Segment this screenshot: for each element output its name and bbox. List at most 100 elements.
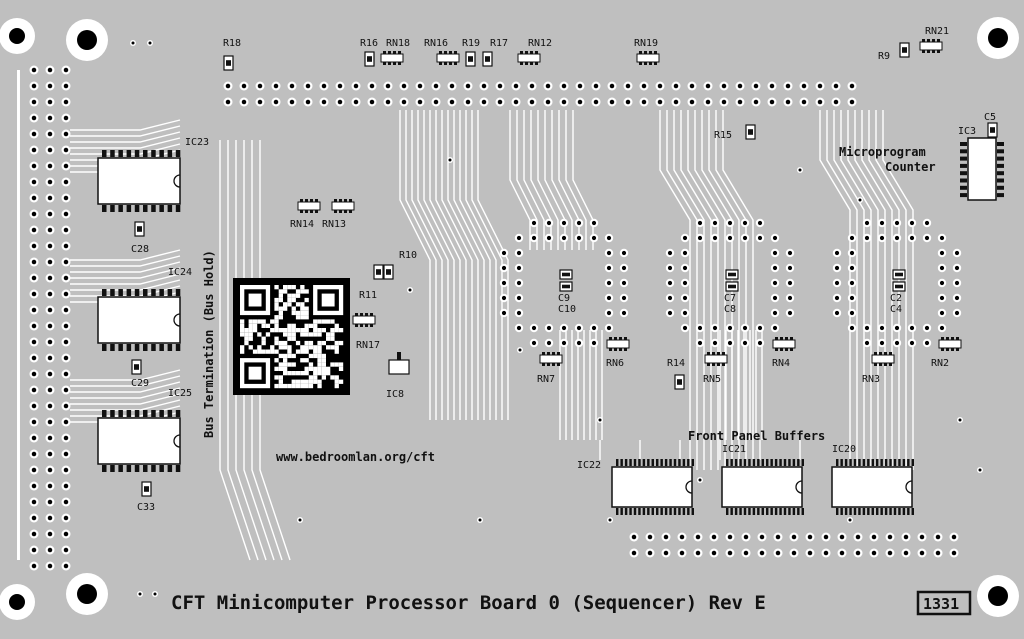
drill-hole: [47, 131, 53, 137]
drill-hole: [753, 83, 759, 89]
qr-module: [295, 349, 301, 354]
drill-hole: [721, 83, 727, 89]
drill-hole: [516, 310, 522, 316]
pin: [102, 289, 107, 296]
c5: [987, 122, 998, 138]
drill-hole: [63, 563, 69, 569]
drill-hole: [742, 340, 748, 346]
pin: [102, 344, 107, 351]
qr-module: [291, 383, 296, 389]
r19-mark: [468, 56, 473, 62]
qr-module: [283, 332, 288, 337]
pin: [642, 459, 646, 466]
pin: [664, 508, 668, 515]
pin: [143, 289, 148, 296]
pin: [757, 459, 760, 466]
trace: [826, 110, 858, 470]
qr-module: [308, 383, 314, 389]
qr-module: [313, 345, 318, 350]
drill-hole: [785, 99, 791, 105]
rn13-body: [331, 201, 355, 211]
pin: [858, 459, 861, 466]
pin: [175, 344, 181, 351]
drill-hole: [785, 83, 791, 89]
pin: [151, 465, 156, 472]
qr-module: [291, 293, 296, 298]
drill-hole: [31, 259, 37, 265]
pin: [997, 163, 1004, 168]
pin: [167, 150, 173, 157]
drill-hole: [879, 220, 885, 226]
drill-hole: [712, 340, 718, 346]
rn4-body: [772, 339, 796, 349]
pin: [654, 62, 657, 65]
cap: [892, 281, 906, 292]
drill-hole: [31, 483, 37, 489]
c28: [134, 221, 145, 237]
qr-module: [274, 383, 279, 389]
pin: [151, 344, 156, 351]
qr-module: [317, 362, 322, 367]
pin: [118, 410, 123, 417]
qr-module: [338, 340, 344, 346]
drill-hole: [31, 387, 37, 393]
drill-hole: [31, 467, 37, 473]
drill-hole: [727, 325, 733, 331]
qr-module: [334, 362, 339, 367]
pin: [946, 337, 949, 340]
drill-hole: [47, 355, 53, 361]
pin: [344, 199, 347, 202]
pin: [792, 508, 796, 515]
drill-hole: [465, 83, 471, 89]
pin: [656, 508, 659, 515]
pin: [126, 205, 132, 212]
notch: [905, 480, 913, 494]
drill-hole: [807, 534, 813, 540]
pin: [619, 337, 622, 340]
qr-module: [287, 285, 292, 290]
qr-module: [240, 349, 245, 354]
qr-module: [330, 345, 335, 350]
drill-hole: [606, 310, 612, 316]
drill-hole: [737, 99, 743, 105]
trace: [70, 255, 181, 267]
qr-module: [330, 328, 335, 333]
qr-module: [287, 323, 292, 328]
drill-hole: [63, 243, 69, 249]
qr-module: [304, 315, 309, 320]
drill-hole: [919, 534, 925, 540]
drill-hole: [289, 99, 295, 105]
qr-module: [321, 366, 326, 371]
trace: [70, 267, 181, 279]
qr-module: [326, 366, 331, 371]
pin: [779, 508, 782, 515]
drill-hole: [47, 307, 53, 313]
pin: [649, 62, 652, 65]
pin: [730, 508, 733, 515]
drill-hole: [31, 307, 37, 313]
trace: [840, 110, 872, 470]
drill-hole: [657, 83, 663, 89]
qr-module: [287, 349, 292, 354]
drill-hole: [545, 83, 551, 89]
rn17-body: [352, 315, 376, 325]
pin: [879, 363, 882, 366]
qr-module: [283, 285, 288, 290]
pin: [143, 150, 148, 157]
qr-module: [252, 319, 258, 324]
c9-label: C9: [558, 293, 570, 304]
drill-hole: [63, 259, 69, 265]
ic21-body: [721, 466, 803, 508]
drill-hole: [576, 340, 582, 346]
drill-hole: [641, 83, 647, 89]
pin: [629, 459, 632, 466]
pin: [644, 62, 647, 65]
drill-hole: [801, 99, 807, 105]
trace: [441, 110, 473, 420]
trace: [219, 140, 251, 561]
pin: [932, 39, 935, 42]
drill-hole: [697, 325, 703, 331]
drill-hole: [919, 550, 925, 556]
r18: [223, 55, 234, 71]
pin: [547, 352, 550, 355]
